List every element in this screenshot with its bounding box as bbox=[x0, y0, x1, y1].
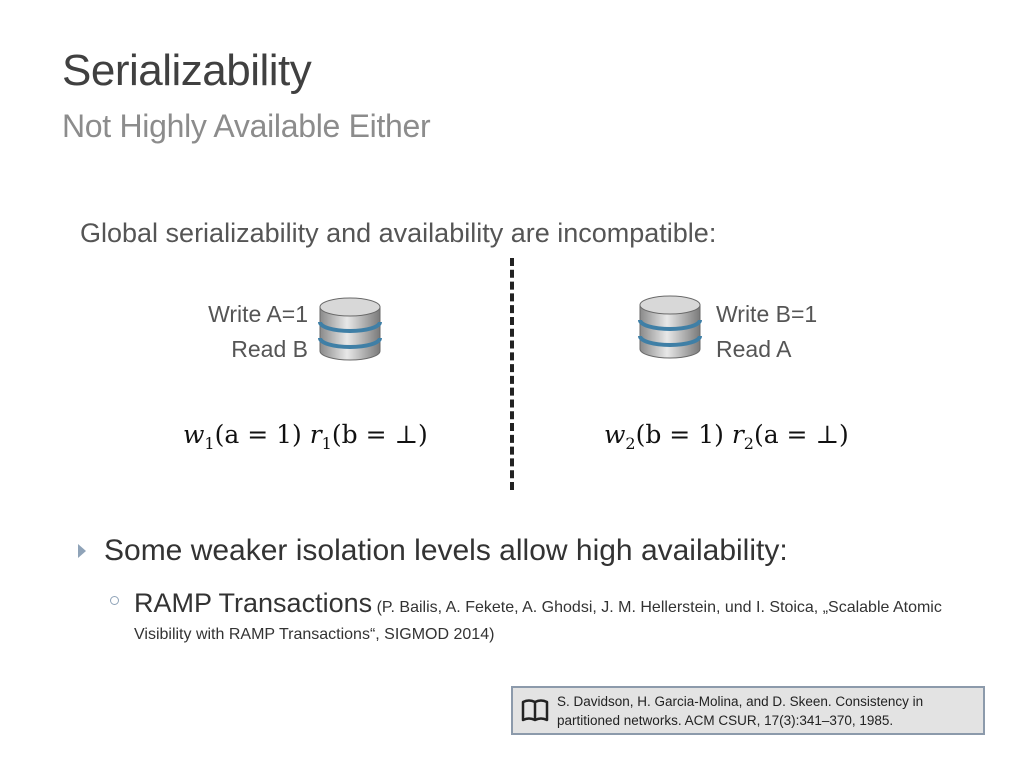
formula-r-sub: 2 bbox=[743, 434, 754, 453]
formula-w-arg: (a = 1) bbox=[214, 420, 302, 449]
slide-subtitle: Not Highly Available Either bbox=[62, 108, 431, 144]
right-node-label: Write B=1 Read A bbox=[716, 297, 817, 367]
left-formula: w1(a = 1) r1(b = ⊥) bbox=[183, 420, 428, 453]
circle-bullet-icon bbox=[110, 596, 119, 605]
book-icon bbox=[521, 698, 549, 721]
formula-w-sub: 2 bbox=[625, 434, 636, 453]
bullet-level2-ref: (P. Bailis, A. Fekete, A. Ghodsi, J. M. … bbox=[134, 599, 942, 643]
right-node-line2: Read A bbox=[716, 336, 792, 362]
database-icon bbox=[638, 295, 702, 359]
left-node-label: Write A=1 Read B bbox=[208, 297, 308, 367]
formula-r-arg: (a = ⊥) bbox=[753, 420, 849, 449]
formula-w: w bbox=[604, 420, 626, 449]
formula-r-sub: 1 bbox=[321, 434, 332, 453]
partition-divider bbox=[510, 258, 514, 490]
formula-r: r bbox=[309, 420, 322, 449]
right-formula: w2(b = 1) r2(a = ⊥) bbox=[604, 420, 849, 453]
left-node-line2: Read B bbox=[231, 336, 308, 362]
left-node-line1: Write A=1 bbox=[208, 301, 308, 327]
bullet-level2: RAMP Transactions (P. Bailis, A. Fekete,… bbox=[110, 588, 970, 648]
bullet-level1: Some weaker isolation levels allow high … bbox=[78, 534, 788, 568]
formula-w-arg: (b = 1) bbox=[635, 420, 724, 449]
slide-title: Serializability bbox=[62, 46, 312, 95]
formula-r-arg: (b = ⊥) bbox=[331, 420, 428, 449]
formula-w: w bbox=[183, 420, 205, 449]
reference-line1: S. Davidson, H. Garcia-Molina, and D. Sk… bbox=[557, 693, 924, 709]
bullet-level2-main: RAMP Transactions bbox=[134, 588, 373, 618]
reference-text: S. Davidson, H. Garcia-Molina, and D. Sk… bbox=[557, 692, 923, 730]
database-icon bbox=[318, 297, 382, 361]
triangle-bullet-icon bbox=[78, 544, 86, 558]
right-node-line1: Write B=1 bbox=[716, 301, 818, 327]
formula-r: r bbox=[731, 420, 744, 449]
intro-text: Global serializability and availability … bbox=[80, 218, 717, 248]
bullet-level1-text: Some weaker isolation levels allow high … bbox=[104, 534, 788, 567]
formula-w-sub: 1 bbox=[204, 434, 215, 453]
reference-box: S. Davidson, H. Garcia-Molina, and D. Sk… bbox=[511, 686, 985, 735]
reference-line2: partitioned networks. ACM CSUR, 17(3):34… bbox=[557, 712, 894, 728]
